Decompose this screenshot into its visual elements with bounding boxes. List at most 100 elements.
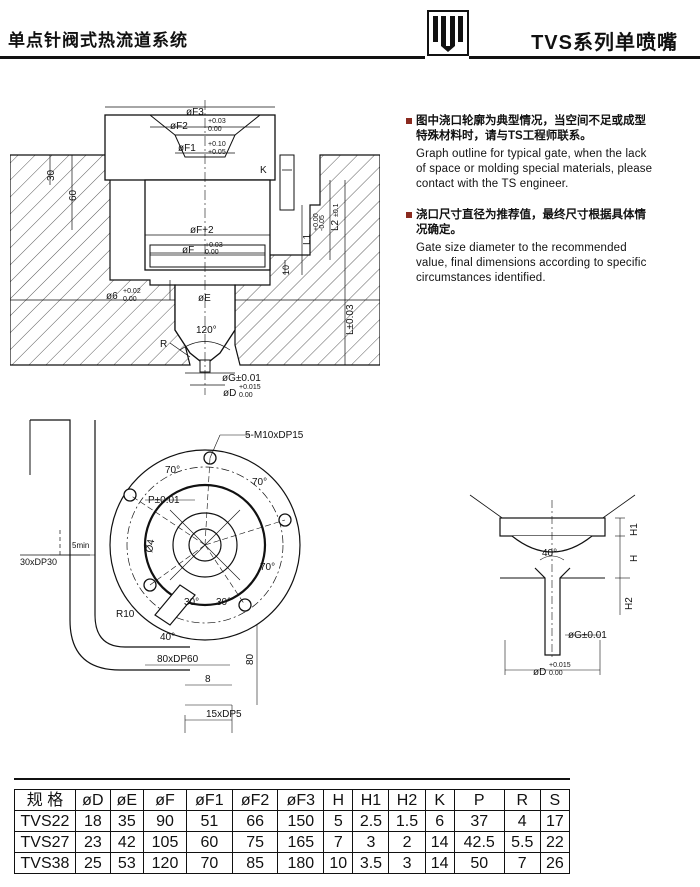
table-cell: 37 [453,810,505,832]
table-cell: TVS22 [14,810,76,832]
note-bullet [406,212,412,218]
table-cell: 17 [539,810,571,832]
label-d-tol-up: +0.015 [239,384,261,391]
label-l1-tol-dn: -0.05 [319,215,326,231]
label-dim-10: 10 [281,265,291,275]
label-f: øF [182,245,194,256]
label-f1-tol-up: +0.10 [208,141,226,148]
table-cell: 25 [75,852,111,874]
label-dim-80: 80 [245,653,256,665]
header-cell: øF [142,789,188,811]
label-f1-tol-dn: +0.05 [208,149,226,156]
label-p: P±0.01 [148,495,180,506]
header-right-title: TVS系列单喷嘴 [531,32,678,54]
header-cell: 规 格 [14,789,76,811]
label-f2: øF2 [170,121,188,132]
label-angle-120: 120° [196,325,217,336]
header-cell: øF2 [231,789,279,811]
label-f2-tol-dn: 0.00 [208,126,222,133]
table-cell: 3 [352,831,390,853]
table-cell: 7 [323,831,354,853]
table-cell: TVS27 [14,831,76,853]
section-drawing: øF3 øF2 +0.03 0.00 øF1 +0.10 +0.05 K øF+… [10,100,380,399]
gate-label-d-tol-dn: 0.00 [549,670,563,677]
label-g: øG±0.01 [222,373,261,384]
label-f2-tol-up: +0.03 [208,118,226,125]
label-d6-tol-up: +0.02 [123,288,141,295]
header-cell: H1 [352,789,390,811]
table-cell: 180 [277,852,325,874]
label-f3: øF3 [186,107,204,118]
table-cell: 14 [424,831,455,853]
gate-label-h: H [629,555,640,562]
note-1-zh: 图中浇口轮廓为典型情况，当空间不足或成型特殊材料时，请与TS工程师联系。 [416,115,646,142]
table-cell: 3 [388,852,426,874]
gate-label-h2: H2 [624,597,635,610]
note-1-en: Graph outline for typical gate, when the… [416,148,653,190]
gate-label-d-tol-up: +0.015 [549,662,571,669]
table-cell: 22 [539,831,571,853]
header-cell: øE [109,789,144,811]
gate-label-angle-40: 40° [542,548,557,559]
label-f-tol-up: +0.03 [205,242,223,249]
table-cell: 2.5 [352,810,390,832]
label-dim-30: 30 [46,169,57,181]
spec-table: 规 格 øD øE øF øF1 øF2 øF3 H H1 H2 K P R S… [14,789,571,874]
table-cell: 23 [75,831,111,853]
note-1: 图中浇口轮廓为典型情况，当空间不足或成型特殊材料时，请与TS工程师联系。 Gra… [406,114,656,192]
header-rule-left [0,56,425,59]
label-k: K [260,165,267,176]
table-cell: 90 [142,810,188,832]
table-cell: 42 [109,831,144,853]
gate-detail-drawing: H1 H H2 40° øG±0.01 øD +0.015 0.00 [469,494,640,678]
table-cell: 14 [424,852,455,874]
table-cell: 70 [186,852,233,874]
header-left-title: 单点针阀式热流道系统 [8,31,188,50]
table-cell: 2 [388,831,426,853]
label-angle-40: 40° [160,632,175,643]
table-row: TVS38 25 53 120 70 85 180 10 3.5 3 14 50… [14,852,571,874]
table-cell: 165 [277,831,325,853]
header-cell: R [503,789,541,811]
gate-label-g: øG±0.01 [568,630,607,641]
table-cell: 4 [503,810,541,832]
table-cell: 75 [231,831,279,853]
label-r: R [160,339,167,350]
table-cell: 1.5 [388,810,426,832]
note-2: 浇口尺寸直径为推荐值，最终尺寸根据具体情况确定。 Gate size diame… [406,208,656,286]
table-cell: 50 [453,852,505,874]
label-f-plus-2: øF+2 [190,225,214,236]
label-5min: 5min [72,541,89,550]
note-2-en: Gate size diameter to the recommended va… [416,242,647,284]
label-dim-60: 60 [68,189,79,201]
label-d4: Ø4 [144,538,157,553]
table-cell: 18 [75,810,111,832]
table-cell: 35 [109,810,144,832]
table-cell: 150 [277,810,325,832]
table-cell: 60 [186,831,233,853]
header-cell: øF3 [277,789,325,811]
table-cell: 5 [323,810,354,832]
table-cell: 85 [231,852,279,874]
label-l2: L2 [330,219,341,231]
table-cell: 51 [186,810,233,832]
table-cell: 120 [142,852,188,874]
header-cell: H [323,789,354,811]
label-l1: L1 [302,233,313,245]
table-cell: 6 [424,810,455,832]
table-cell: 5.5 [503,831,541,853]
header-cell: øD [75,789,111,811]
header-cell: S [539,789,571,811]
label-d: øD [223,388,236,399]
label-l1-tol-up: +0.00 [313,213,320,231]
label-angle-70-c: 70° [260,562,275,573]
table-cell: 26 [539,852,571,874]
header-cell: K [424,789,455,811]
note-2-zh: 浇口尺寸直径为推荐值，最终尺寸根据具体情况确定。 [416,209,646,236]
label-d-tol-dn: 0.00 [239,392,253,399]
label-screw: 5-M10xDP15 [245,430,304,441]
gate-label-d: øD [533,667,546,678]
label-d6-tol-dn: 0.00 [123,296,137,303]
label-dp5: 15xDP5 [206,709,242,720]
label-angle-70-b: 70° [252,477,267,488]
